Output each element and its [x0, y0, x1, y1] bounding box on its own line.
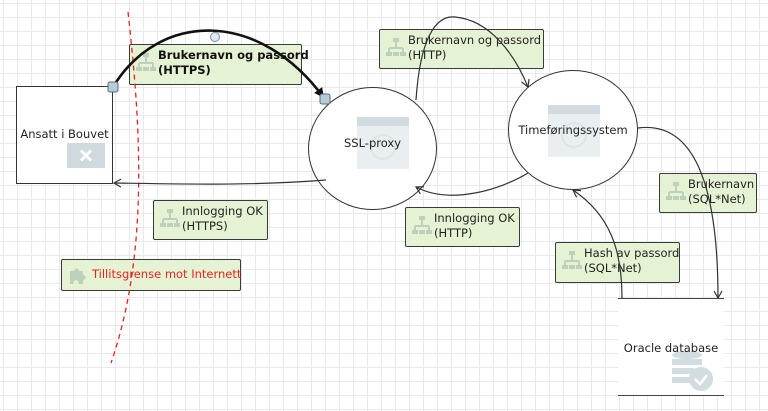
node-label: Timeføringssystem — [518, 123, 628, 137]
network-icon — [562, 251, 582, 269]
flow-label-line1: Brukernavn og passord — [408, 33, 542, 47]
flow-label-line1: Brukernavn — [688, 177, 755, 191]
flow-label-line1: Hash av passord — [584, 246, 680, 260]
network-icon — [160, 209, 180, 227]
flow-label-line2: (HTTP) — [408, 48, 447, 62]
network-icon — [136, 53, 156, 71]
database-check-icon — [670, 349, 714, 393]
flow-label-line2: (HTTP) — [434, 226, 473, 240]
trust-boundary-label[interactable]: Tillitsgrense mot Internett — [61, 259, 241, 291]
flow-label-login-http[interactable]: Brukernavn og passord (HTTP) — [379, 29, 544, 69]
puzzle-piece-icon — [70, 268, 86, 284]
flow-label-line2: (HTTPS) — [182, 219, 228, 233]
trust-boundary-text: Tillitsgrense mot Internett — [92, 267, 242, 281]
close-icon — [67, 143, 105, 168]
flow-line-ok-https[interactable] — [112, 178, 327, 188]
flow-label-ok-https[interactable]: Innlogging OK (HTTPS) — [153, 200, 268, 240]
flow-label-hash-sql[interactable]: Hash av passord (SQL*Net) — [555, 242, 680, 283]
flow-label-line2: (SQL*Net) — [688, 192, 746, 206]
node-ssl-proxy[interactable]: SSL-proxy — [308, 87, 437, 210]
flow-line-login-http[interactable] — [415, 16, 530, 101]
network-icon — [386, 38, 406, 56]
flow-label-username-sql[interactable]: Brukernavn (SQL*Net) — [659, 173, 757, 213]
node-label: Ansatt i Bouvet — [20, 127, 109, 141]
node-label: SSL-proxy — [343, 136, 402, 150]
flow-label-line1: Innlogging OK — [182, 204, 263, 218]
flow-label-line2: (HTTPS) — [158, 63, 211, 77]
node-timeforingssystem[interactable]: Timeføringssystem — [508, 70, 638, 190]
flow-label-line2: (SQL*Net) — [584, 261, 642, 275]
network-icon — [666, 182, 686, 200]
flow-label-login-https[interactable]: Brukernavn og passord (HTTPS) — [129, 44, 309, 85]
flow-line-username-sql[interactable] — [637, 126, 723, 300]
trust-boundary-line[interactable] — [110, 11, 140, 364]
process-icon — [548, 105, 600, 157]
network-icon — [412, 216, 432, 234]
flow-label-line1: Innlogging OK — [434, 211, 515, 225]
node-ansatt-i-bouvet[interactable]: Ansatt i Bouvet — [16, 86, 113, 184]
node-oracle-database[interactable]: Oracle database — [618, 298, 724, 396]
flow-line-login-https[interactable] — [111, 29, 326, 99]
flow-line-hash-sql[interactable] — [571, 189, 623, 299]
process-icon — [357, 117, 409, 169]
node-label: Oracle database — [623, 341, 719, 355]
flow-label-ok-http[interactable]: Innlogging OK (HTTP) — [405, 207, 520, 247]
flow-label-line1: Brukernavn og passord — [158, 48, 309, 62]
flow-line-ok-http[interactable] — [414, 172, 529, 196]
